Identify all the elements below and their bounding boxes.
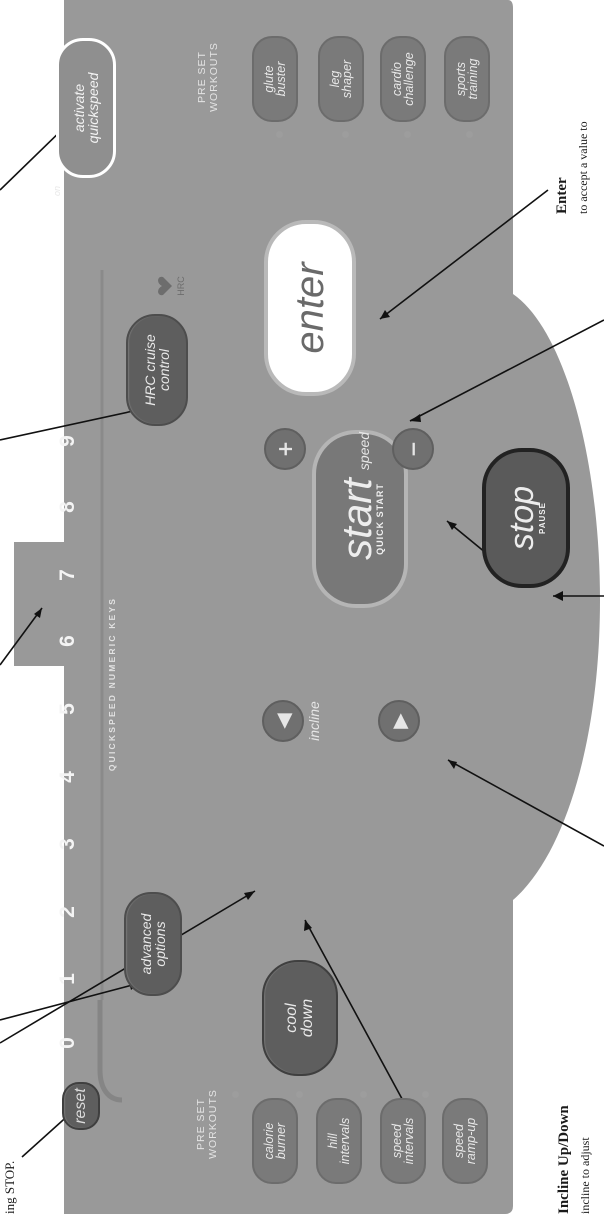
numeric-key-1[interactable]: 1 [56, 973, 79, 985]
numeric-key-9[interactable]: 9 [56, 435, 79, 447]
workout-hill-intervals-button[interactable]: hill intervals [316, 1098, 362, 1184]
workout-sports-training-button[interactable]: sports training [444, 36, 490, 122]
heart-icon [158, 276, 172, 296]
numeric-key-5[interactable]: 5 [56, 703, 79, 715]
quickspeed-on-indicator: on [52, 185, 62, 196]
workout-indicator-light [342, 131, 349, 138]
speed-minus-button[interactable]: − [392, 428, 434, 470]
advanced-options-button[interactable]: advanced options [124, 892, 182, 996]
workout-cardio-challenge-button[interactable]: cardio challenge [380, 36, 426, 122]
workout-indicator-light [360, 1091, 367, 1098]
workout-indicator-light [276, 131, 283, 138]
reset-button[interactable]: reset [62, 1082, 100, 1130]
arrow-speed [409, 319, 604, 422]
panel-divider-strip [14, 542, 64, 666]
preset-workouts-label-left: PRE SET WORKOUTS [195, 1089, 220, 1159]
workout-indicator-light [466, 131, 473, 138]
plus-icon: + [273, 440, 297, 458]
incline-up-button[interactable]: ◀ [262, 700, 304, 742]
enter-caption-sub: to accept a value to [576, 121, 590, 214]
numeric-key-4[interactable]: 4 [56, 771, 79, 783]
numeric-keys-groove [97, 1000, 123, 1103]
arrow-numeric-keys [0, 607, 43, 666]
triangle-up-icon: ◀ [271, 713, 295, 729]
workout-indicator-light [422, 1091, 429, 1098]
workout-speed-ramp-up-button[interactable]: speed ramp-up [442, 1098, 488, 1184]
cool-down-button[interactable]: cool down [262, 960, 338, 1076]
numeric-key-0[interactable]: 0 [56, 1037, 79, 1049]
pause-label: PAUSE [538, 502, 547, 534]
triangle-down-icon: ▶ [387, 713, 411, 729]
console-panel-shape [64, 0, 600, 1214]
speed-label: speed [356, 431, 372, 471]
enter-button[interactable]: enter [264, 220, 356, 396]
incline-label: incline [306, 701, 322, 741]
workout-leg-shaper-button[interactable]: leg shaper [318, 36, 364, 122]
numeric-key-8[interactable]: 8 [56, 501, 79, 513]
numeric-key-3[interactable]: 3 [56, 838, 79, 850]
enter-caption-title: Enter [554, 177, 570, 214]
arrow-enter [379, 189, 549, 320]
hrc-logo: HRC [158, 269, 192, 303]
activate-quickspeed-button[interactable]: activate quickspeed [56, 38, 116, 178]
preset-workouts-label-right: PRE SET WORKOUTS [196, 42, 221, 112]
hrc-logo-text: HRC [176, 276, 186, 296]
speed-plus-button[interactable]: + [264, 428, 306, 470]
numeric-key-7[interactable]: 7 [56, 569, 79, 581]
arrow-hrc-cruise [0, 407, 148, 441]
quickspeed-numeric-keys-label: QUICKSPEED NUMERIC KEYS [107, 596, 117, 772]
incline-caption-title: Incline Up/Down [556, 1105, 572, 1214]
hrc-cruise-control-button[interactable]: HRC cruise control [126, 314, 188, 426]
stop-button[interactable]: stop PAUSE [482, 448, 570, 588]
arrow-incline [304, 919, 421, 1133]
workout-indicator-light [296, 1091, 303, 1098]
arrow-start [447, 759, 604, 847]
numeric-key-6[interactable]: 6 [56, 635, 79, 647]
incline-down-button[interactable]: ▶ [378, 700, 420, 742]
workout-glute-buster-button[interactable]: glute buster [252, 36, 298, 122]
minus-icon: − [401, 440, 425, 458]
workout-indicator-light [232, 1091, 239, 1098]
stop-label: stop [503, 485, 541, 551]
stop-caption-fragment: ing STOP. [2, 1160, 17, 1214]
numeric-key-2[interactable]: 2 [56, 906, 79, 918]
incline-caption-sub: incline to adjust [578, 1137, 592, 1214]
workout-calorie-burner-button[interactable]: calorie burner [252, 1098, 298, 1184]
quick-start-label: QUICK START [374, 483, 385, 555]
workout-indicator-light [404, 131, 411, 138]
workout-speed-intervals-button[interactable]: speed intervals [380, 1098, 426, 1184]
